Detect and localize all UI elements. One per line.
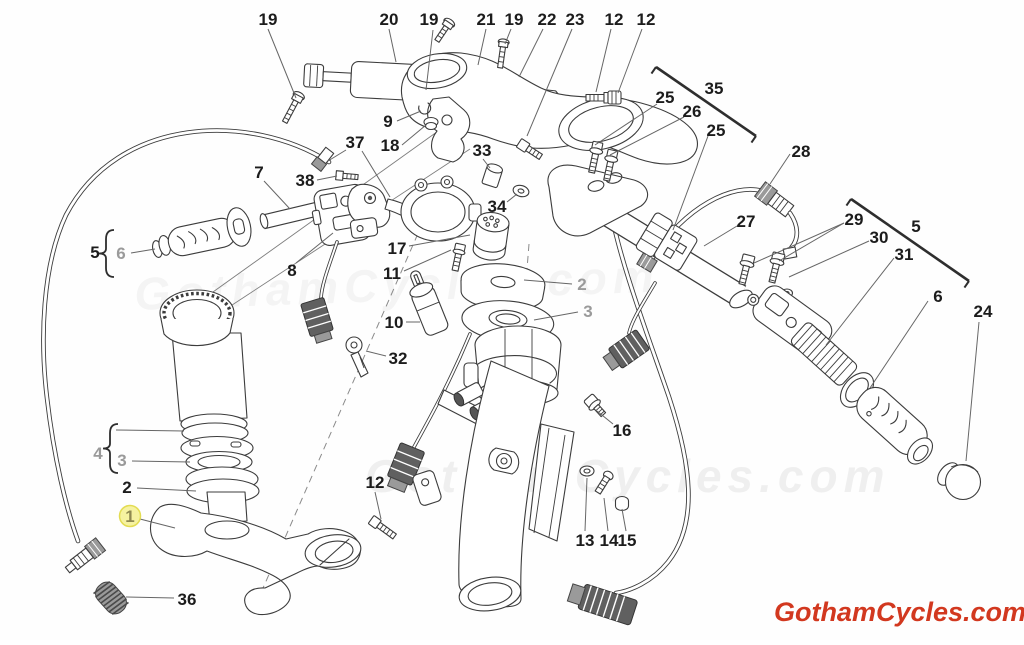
- cable-spring: [91, 578, 130, 618]
- bushing-33: [482, 162, 504, 188]
- washer-13: [580, 466, 594, 476]
- callout-25a[interactable]: 25: [656, 88, 675, 107]
- callout-3b[interactable]: 3: [583, 302, 592, 321]
- callout-29[interactable]: 29: [845, 210, 864, 229]
- callout-19a[interactable]: 19: [259, 10, 278, 29]
- callout-35[interactable]: 35: [705, 79, 724, 98]
- leader-line-27: [704, 226, 737, 246]
- callout-12c[interactable]: 12: [366, 473, 385, 492]
- callout-5a[interactable]: 5: [90, 243, 99, 262]
- switch-top-17: [472, 211, 510, 262]
- callout-13[interactable]: 13: [576, 531, 595, 550]
- cable-end-fitting: [63, 538, 106, 576]
- leader-line-4: [116, 430, 184, 431]
- callout-17[interactable]: 17: [388, 239, 407, 258]
- leader-line-29: [779, 223, 844, 261]
- leader-line-36: [126, 597, 174, 598]
- leader-line-20: [389, 29, 396, 62]
- callout-31[interactable]: 31: [895, 245, 914, 264]
- leader-line-12b: [618, 29, 642, 93]
- leader-line-28: [770, 154, 790, 184]
- callout-24[interactable]: 24: [974, 302, 993, 321]
- callout-2b[interactable]: 2: [577, 275, 586, 294]
- bar-end-weight: [934, 459, 981, 500]
- callout-21[interactable]: 21: [477, 10, 496, 29]
- leader-line-33: [483, 159, 490, 168]
- leader-line-7: [264, 181, 290, 209]
- leader-line-19a: [268, 29, 296, 98]
- callout-34[interactable]: 34: [488, 197, 507, 216]
- callout-36[interactable]: 36: [178, 590, 197, 609]
- leader-line-3a: [132, 461, 190, 462]
- steering-stem: [150, 290, 397, 615]
- adjuster-screw-38: [336, 171, 359, 182]
- screw-12-lower: [368, 515, 397, 540]
- leader-line-29: [754, 223, 844, 263]
- callout-38[interactable]: 38: [296, 171, 315, 190]
- callout-16[interactable]: 16: [613, 421, 632, 440]
- leader-line-30: [789, 241, 869, 277]
- screw-19-left: [279, 90, 305, 125]
- callout-28[interactable]: 28: [792, 142, 811, 161]
- callout-15[interactable]: 15: [618, 531, 637, 550]
- group-brace: [103, 424, 118, 473]
- callout-19b[interactable]: 19: [420, 10, 439, 29]
- harness-connector: [566, 580, 638, 625]
- callout-5b[interactable]: 5: [911, 217, 920, 236]
- leader-line-24: [966, 322, 979, 461]
- callout-37[interactable]: 37: [346, 133, 365, 152]
- leader-line-12a: [596, 29, 611, 92]
- callout-19c[interactable]: 19: [505, 10, 524, 29]
- leader-line-6b: [870, 301, 928, 388]
- callout-12b[interactable]: 12: [637, 10, 656, 29]
- leader-line-31: [826, 258, 894, 345]
- right-throttle-grip: [789, 321, 937, 469]
- callout-32[interactable]: 32: [389, 349, 408, 368]
- key-32: [346, 337, 368, 377]
- callout-33[interactable]: 33: [473, 141, 492, 160]
- callout-10[interactable]: 10: [385, 313, 404, 332]
- callout-2a[interactable]: 2: [122, 478, 131, 497]
- screw-16: [583, 393, 609, 419]
- leader-line-38: [317, 176, 337, 180]
- callout-25b[interactable]: 25: [707, 121, 726, 140]
- mount-ring: [401, 176, 481, 241]
- callout-18[interactable]: 18: [381, 136, 400, 155]
- leader-line-32: [366, 351, 386, 356]
- left-grip: [150, 206, 254, 259]
- callout-14[interactable]: 14: [600, 531, 619, 550]
- callout-30[interactable]: 30: [870, 228, 889, 247]
- leader-line-6a: [131, 249, 155, 253]
- gothamcycles-logo[interactable]: GothamCycles.com: [774, 597, 1024, 627]
- callout-12a[interactable]: 12: [605, 10, 624, 29]
- callout-22[interactable]: 22: [538, 10, 557, 29]
- callout-27[interactable]: 27: [737, 212, 756, 231]
- callout-8[interactable]: 8: [287, 261, 296, 280]
- callout-20[interactable]: 20: [380, 10, 399, 29]
- leader-line-34: [507, 194, 517, 202]
- group-brace: [99, 230, 114, 277]
- callout-6a[interactable]: 6: [116, 244, 125, 263]
- callout-6b[interactable]: 6: [933, 287, 942, 306]
- leader-line-22: [519, 29, 543, 77]
- leader-line-14: [604, 498, 608, 531]
- callout-26[interactable]: 26: [683, 102, 702, 121]
- leader-line-15: [622, 509, 626, 531]
- callout-11[interactable]: 11: [383, 264, 401, 283]
- callout-9[interactable]: 9: [383, 112, 392, 131]
- connector: [601, 329, 650, 373]
- callout-1[interactable]: 1: [125, 507, 134, 526]
- callout-23[interactable]: 23: [566, 10, 585, 29]
- callout-4[interactable]: 4: [93, 444, 103, 463]
- callout-7[interactable]: 7: [254, 163, 263, 182]
- leader-line-8: [296, 233, 333, 263]
- nut-15: [616, 497, 629, 511]
- watermark-text: GothamCycles.com: [365, 450, 890, 502]
- callout-3a[interactable]: 3: [117, 451, 126, 470]
